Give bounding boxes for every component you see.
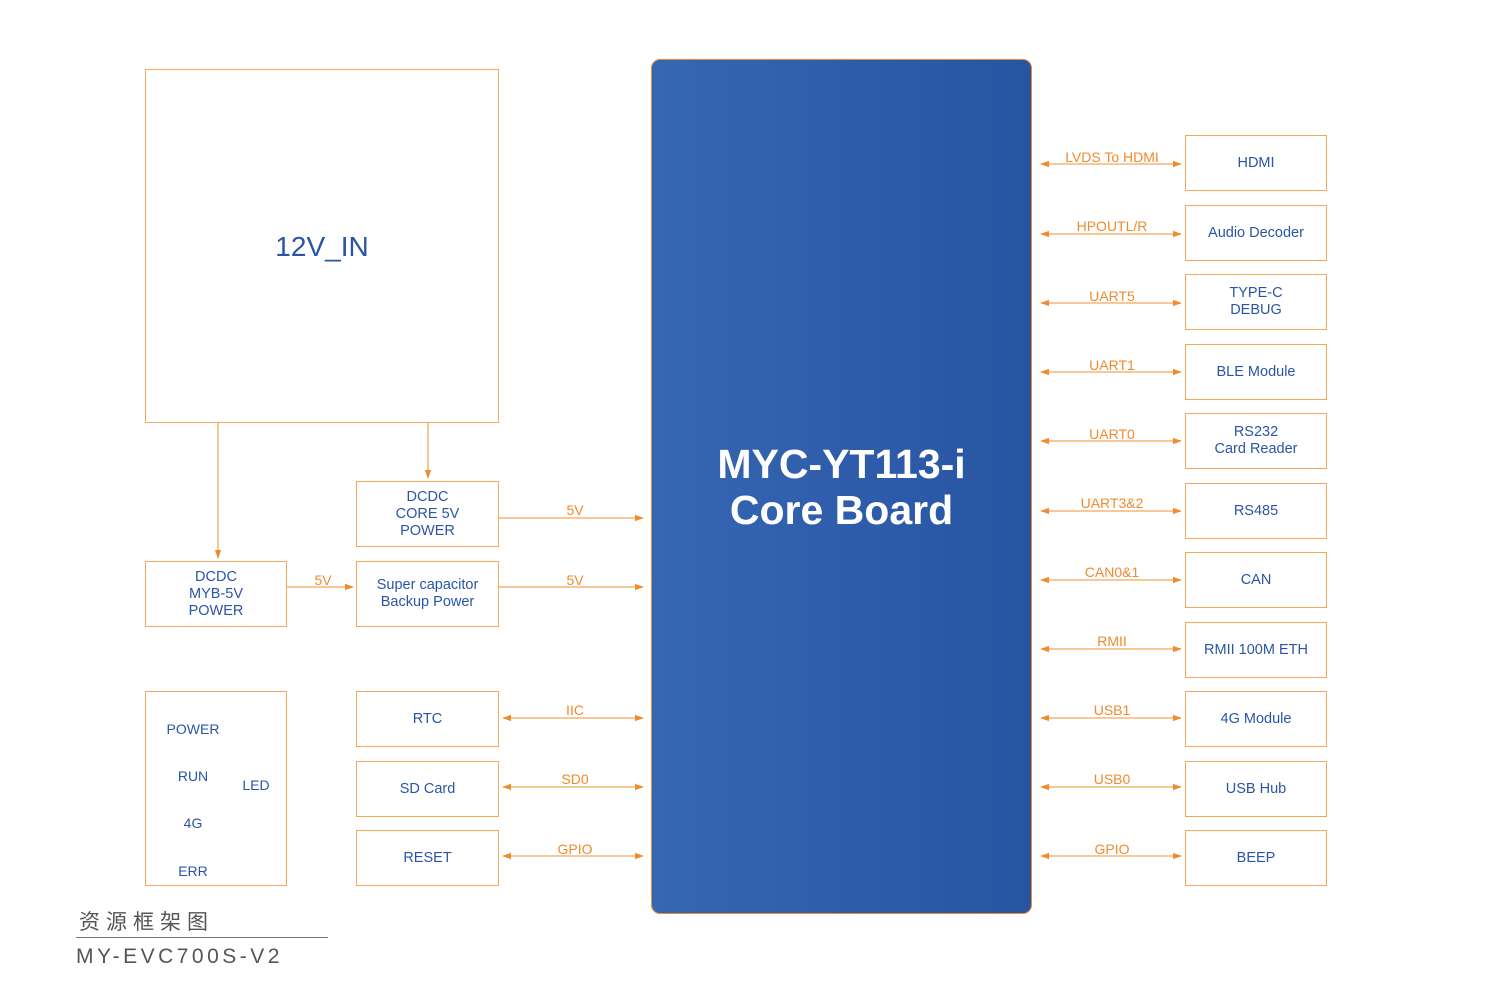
core-board-title-line2: Core Board — [729, 486, 954, 533]
peripheral-usb-hub-label: USB Hub — [1225, 780, 1287, 797]
led-label-run: RUN — [177, 768, 209, 784]
led-label-power: POWER — [166, 721, 220, 737]
peripheral-beep-box: BEEP — [1185, 830, 1327, 886]
peripheral-typec-debug-box: TYPE-C DEBUG — [1185, 274, 1327, 330]
peripheral-can-label: CAN — [1240, 571, 1272, 588]
signal-core-5v: 5V — [566, 502, 584, 518]
peripheral-hdmi-label: HDMI — [1237, 154, 1275, 171]
supercap-backup-box: Super capacitor Backup Power — [356, 561, 499, 627]
led-box — [145, 691, 287, 886]
led-label-err: ERR — [178, 863, 208, 879]
signal-usb1: USB1 — [1093, 702, 1131, 718]
signal-iic: IIC — [566, 702, 584, 718]
peripheral-sd-card-label: SD Card — [399, 780, 456, 797]
core-board-title-line1: MYC-YT113-i — [717, 440, 966, 487]
signal-usb0: USB0 — [1093, 771, 1131, 787]
signal-hpoutlr: HPOUTL/R — [1076, 218, 1148, 234]
peripheral-sd-card-box: SD Card — [356, 761, 499, 817]
peripheral-usb-hub-box: USB Hub — [1185, 761, 1327, 817]
power-input-label: 12V_IN — [275, 230, 369, 262]
peripheral-rmii-eth-label: RMII 100M ETH — [1204, 641, 1308, 658]
diagram-title-cn: 资源框架图 — [79, 911, 214, 934]
peripheral-rs232-card-reader-label: RS232 Card Reader — [1214, 424, 1298, 457]
peripheral-audio-decoder-box: Audio Decoder — [1185, 205, 1327, 261]
power-input-12v-box: 12V_IN — [145, 69, 499, 423]
peripheral-rtc-box: RTC — [356, 691, 499, 747]
signal-supercap-5v: 5V — [566, 572, 584, 588]
signal-uart5: UART5 — [1089, 288, 1135, 304]
peripheral-rs232-card-reader-box: RS232 Card Reader — [1185, 413, 1327, 469]
dcdc-core-5v-label: DCDC CORE 5V POWER — [395, 488, 460, 539]
signal-uart1: UART1 — [1089, 357, 1135, 373]
signal-rmii: RMII — [1097, 633, 1127, 649]
supercap-backup-label: Super capacitor Backup Power — [376, 577, 479, 610]
peripheral-rs485-box: RS485 — [1185, 483, 1327, 539]
signal-gpio-reset: GPIO — [557, 841, 593, 857]
signal-can0-1: CAN0&1 — [1084, 564, 1140, 580]
dcdc-myb-5v-label: DCDC MYB-5V POWER — [188, 568, 244, 619]
peripheral-hdmi-box: HDMI — [1185, 135, 1327, 191]
dcdc-myb-5v-box: DCDC MYB-5V POWER — [145, 561, 287, 627]
peripheral-ble-module-label: BLE Module — [1216, 363, 1296, 380]
peripheral-typec-debug-label: TYPE-C DEBUG — [1229, 285, 1283, 318]
peripheral-audio-decoder-label: Audio Decoder — [1208, 224, 1304, 241]
signal-uart3-2: UART3&2 — [1080, 495, 1144, 511]
peripheral-reset-box: RESET — [356, 830, 499, 886]
board-model: MY-EVC700S-V2 — [76, 945, 283, 968]
peripheral-ble-module-box: BLE Module — [1185, 344, 1327, 400]
led-label-4g: 4G — [183, 815, 203, 831]
led-title: LED — [242, 777, 270, 793]
dcdc-core-5v-box: DCDC CORE 5V POWER — [356, 481, 499, 547]
signal-sd0: SD0 — [561, 771, 589, 787]
peripheral-rs485-label: RS485 — [1233, 502, 1279, 519]
signal-lvds-to-hdmi: LVDS To HDMI — [1065, 149, 1159, 165]
core-board: MYC-YT113-i Core Board — [651, 59, 1032, 914]
signal-gpio-beep: GPIO — [1094, 841, 1130, 857]
peripheral-reset-label: RESET — [403, 849, 452, 866]
peripheral-rtc-label: RTC — [412, 710, 443, 727]
peripheral-can-box: CAN — [1185, 552, 1327, 608]
signal-myb-5v: 5V — [314, 572, 332, 588]
peripheral-beep-label: BEEP — [1236, 849, 1276, 866]
footer-divider — [76, 937, 328, 938]
peripheral-4g-module-box: 4G Module — [1185, 691, 1327, 747]
signal-uart0: UART0 — [1089, 426, 1135, 442]
peripheral-rmii-eth-box: RMII 100M ETH — [1185, 622, 1327, 678]
peripheral-4g-module-label: 4G Module — [1220, 710, 1292, 727]
